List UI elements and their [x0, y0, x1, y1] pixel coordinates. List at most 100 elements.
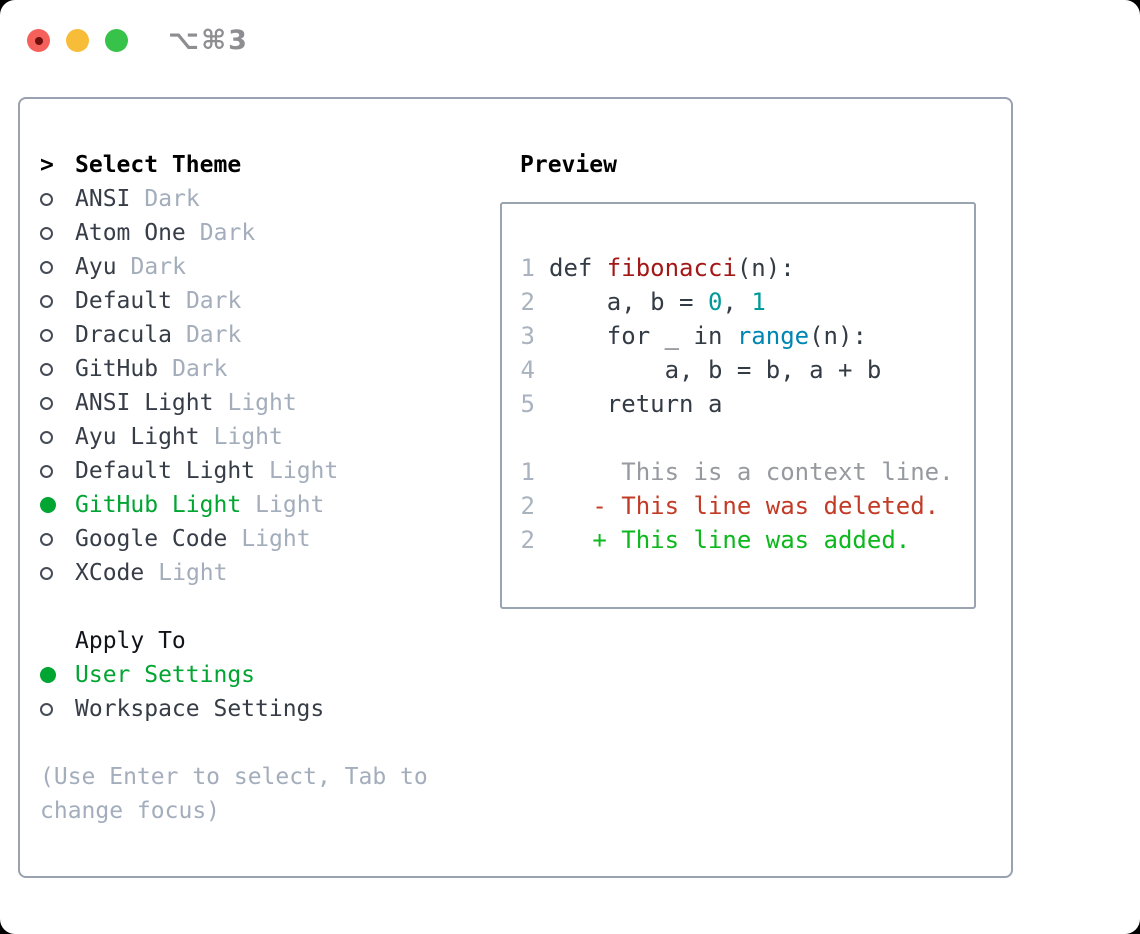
- theme-variant: Light: [255, 492, 325, 518]
- theme-name: Default Light: [75, 458, 256, 484]
- cursor-icon: >: [40, 152, 54, 178]
- zoom-button[interactable]: [105, 29, 128, 52]
- radio-gutter: [40, 396, 75, 410]
- select-theme-heading: > Select Theme: [40, 148, 490, 182]
- code-segment-code: for _ in: [549, 322, 737, 350]
- theme-name: Atom One: [75, 220, 186, 246]
- theme-variant: Dark: [185, 322, 242, 348]
- radio-icon: [40, 328, 53, 342]
- radio-gutter: [40, 430, 75, 444]
- radio-gutter: [40, 294, 75, 308]
- theme-name: XCode: [75, 560, 145, 586]
- radio-gutter: [40, 497, 75, 513]
- code-segment-code: return a: [549, 390, 723, 418]
- theme-option[interactable]: GitHub Light Light: [40, 488, 490, 522]
- radio-gutter: [40, 702, 75, 716]
- line-number: 2: [520, 526, 535, 554]
- code-segment-num: 0: [707, 288, 723, 316]
- spacer: [40, 590, 490, 624]
- theme-name: ANSI: [75, 186, 131, 212]
- theme-option[interactable]: Atom One Dark: [40, 216, 490, 250]
- radio-icon: [40, 702, 53, 716]
- theme-option[interactable]: Dracula Dark: [40, 318, 490, 352]
- code-segment-code: (n):: [809, 322, 867, 350]
- code-segment-deleted: - This line was deleted.: [549, 492, 940, 520]
- apply-to-option-label: User Settings: [75, 662, 256, 688]
- line-number: 4: [520, 356, 535, 384]
- theme-option[interactable]: ANSI Dark: [40, 182, 490, 216]
- code-segment-context: This is a context line.: [549, 458, 954, 486]
- theme-option[interactable]: ANSI Light Light: [40, 386, 490, 420]
- line-number: 3: [520, 322, 535, 350]
- window-title: ⌥⌘3: [168, 25, 249, 56]
- theme-variant: Light: [158, 560, 228, 586]
- radio-icon: [40, 532, 53, 546]
- theme-name: Google Code: [75, 526, 228, 552]
- radio-gutter: [40, 464, 75, 478]
- theme-variant: Dark: [199, 220, 256, 246]
- line-number: 1: [520, 254, 535, 282]
- code-segment-builtin: range: [736, 322, 810, 350]
- theme-option[interactable]: Default Light Light: [40, 454, 490, 488]
- preview-line: 1 def fibonacci(n):: [520, 251, 958, 285]
- radio-icon: [40, 566, 53, 580]
- theme-name: GitHub Light: [75, 492, 242, 518]
- preview-line: 2 - This line was deleted.: [520, 489, 958, 523]
- radio-gutter: [40, 566, 75, 580]
- hint-text: (Use Enter to select, Tab to change focu…: [40, 764, 428, 824]
- code-segment-code: a, b =: [549, 288, 708, 316]
- radio-icon: [40, 192, 53, 206]
- radio-icon: [40, 260, 53, 274]
- close-button[interactable]: [27, 29, 50, 52]
- line-number: 5: [520, 390, 535, 418]
- apply-to-option-label: Workspace Settings: [75, 696, 325, 722]
- theme-option[interactable]: Google Code Light: [40, 522, 490, 556]
- radio-gutter: [40, 532, 75, 546]
- theme-name: Dracula: [75, 322, 172, 348]
- minimize-button[interactable]: [66, 29, 89, 52]
- radio-icon: [40, 396, 53, 410]
- radio-gutter: [40, 328, 75, 342]
- apply-to-option[interactable]: User Settings: [40, 658, 490, 692]
- line-number: 1: [520, 458, 535, 486]
- theme-variant: Dark: [144, 186, 200, 212]
- preview-heading: Preview: [520, 152, 617, 178]
- radio-gutter: [40, 226, 75, 240]
- preview-line: 4 a, b = b, a + b: [520, 353, 958, 387]
- radio-gutter: [40, 192, 75, 206]
- preview-line: [520, 421, 958, 455]
- theme-variant: Light: [227, 390, 297, 416]
- theme-name: ANSI Light: [75, 390, 214, 416]
- theme-name: GitHub: [75, 356, 159, 382]
- line-number: 2: [520, 492, 535, 520]
- apply-to-option[interactable]: Workspace Settings: [40, 692, 490, 726]
- preview-line: 3 for _ in range(n):: [520, 319, 958, 353]
- cursor-gutter: >: [40, 148, 75, 182]
- theme-option[interactable]: XCode Light: [40, 556, 490, 590]
- theme-variant: Light: [269, 458, 339, 484]
- code-segment-code: (n):: [736, 254, 795, 282]
- radio-icon: [40, 430, 53, 444]
- line-number: 2: [520, 288, 535, 316]
- code-segment-code: def: [549, 254, 607, 282]
- code-segment-code: a, b = b, a + b: [549, 356, 882, 384]
- radio-gutter: [40, 260, 75, 274]
- code-segment-func: fibonacci: [606, 254, 737, 282]
- theme-name: Default: [75, 288, 172, 314]
- preview-line: 2 + This line was added.: [520, 523, 958, 557]
- theme-variant: Light: [241, 526, 311, 552]
- titlebar: ⌥⌘3: [27, 25, 249, 56]
- radio-icon: [40, 362, 53, 376]
- apply-to-heading: Apply To: [40, 624, 490, 658]
